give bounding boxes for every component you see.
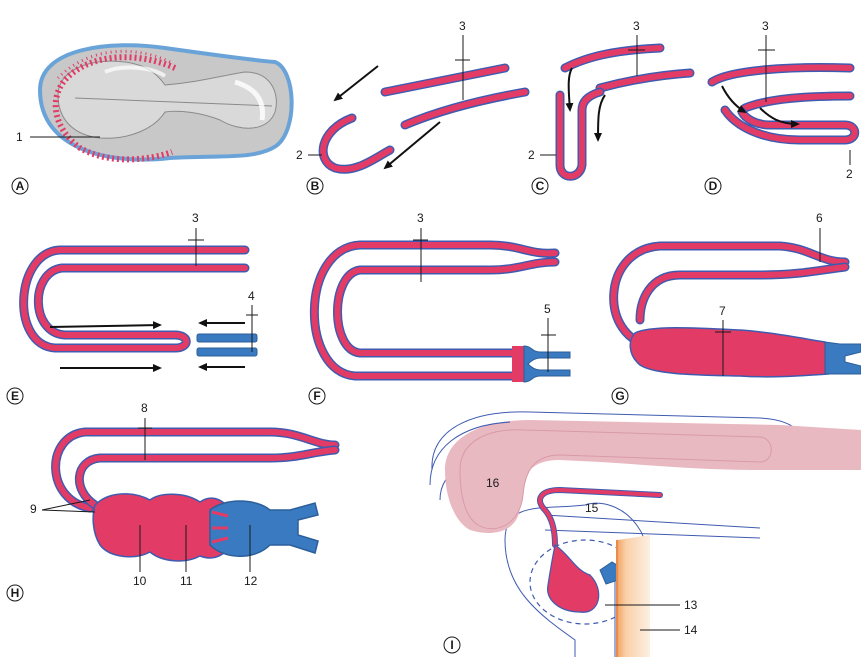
leader-3-b xyxy=(455,35,470,60)
arrow-b1 xyxy=(335,66,378,100)
panel-h-label: H xyxy=(11,586,20,600)
panel-e-label: E xyxy=(11,389,19,403)
label-2-b: 2 xyxy=(296,148,303,162)
label-10: 10 xyxy=(133,574,147,588)
foregut-line-1 xyxy=(545,515,760,528)
atrium-f xyxy=(512,346,525,382)
panel-e: 4 3 xyxy=(24,211,258,368)
primitive-heart-i xyxy=(548,545,599,612)
label-8: 8 xyxy=(141,401,148,415)
panel-f: 5 3 xyxy=(314,211,570,382)
foregut-line-2 xyxy=(545,530,760,538)
tube-h-outline xyxy=(56,432,335,508)
panel-c-label: C xyxy=(536,179,545,193)
label-12: 12 xyxy=(244,574,258,588)
arrow-e1 xyxy=(50,325,160,327)
label-3-f: 3 xyxy=(417,211,424,225)
label-2-d: 2 xyxy=(846,167,853,181)
panel-d: 3 2 xyxy=(712,19,855,181)
panel-g-label: G xyxy=(615,389,624,403)
label-1: 1 xyxy=(16,130,23,144)
sinus-venosus-g xyxy=(825,342,861,374)
label-16: 16 xyxy=(486,476,500,490)
arrow-c1 xyxy=(569,68,572,110)
arrow-c2 xyxy=(598,95,605,140)
label-9: 9 xyxy=(30,502,37,516)
tube-d1 xyxy=(712,68,850,82)
label-4: 4 xyxy=(248,289,255,303)
label-15: 15 xyxy=(585,501,599,515)
brain-16 xyxy=(460,430,771,529)
ventricle-atrium-h xyxy=(93,494,228,561)
label-3-c: 3 xyxy=(633,19,640,33)
panel-i-label: I xyxy=(450,638,453,652)
panel-a-label: A xyxy=(16,179,25,193)
arrow-b2 xyxy=(385,122,440,168)
label-6: 6 xyxy=(816,211,823,225)
panel-g: 6 7 xyxy=(614,211,861,377)
panel-a: 1 xyxy=(16,45,292,159)
label-11: 11 xyxy=(180,574,193,588)
label-7: 7 xyxy=(719,304,726,318)
label-13: 13 xyxy=(684,598,698,612)
panel-f-label: F xyxy=(313,389,320,403)
yolk-sac-14 xyxy=(618,535,650,657)
label-5: 5 xyxy=(544,302,551,316)
panel-b-label: B xyxy=(311,179,320,193)
label-3-e: 3 xyxy=(192,211,199,225)
panel-d-label: D xyxy=(709,179,718,193)
loop-c xyxy=(560,92,600,176)
tube-b1 xyxy=(385,68,505,92)
panel-i: 16 15 13 14 xyxy=(430,412,861,657)
label-14: 14 xyxy=(684,623,698,637)
primitive-heart-g xyxy=(630,328,828,377)
label-2-c: 2 xyxy=(528,148,535,162)
label-3-b: 3 xyxy=(459,19,466,33)
panel-b: 3 2 xyxy=(296,19,525,169)
loop-b xyxy=(323,118,390,169)
panel-c: 3 2 xyxy=(528,19,690,176)
sinus-venosus-f xyxy=(524,346,570,382)
tube-h xyxy=(56,432,335,508)
vein-e1 xyxy=(197,334,257,342)
vein-e2 xyxy=(197,348,257,356)
panel-h: 8 9 10 11 12 xyxy=(30,401,335,588)
label-3-d: 3 xyxy=(762,19,769,33)
